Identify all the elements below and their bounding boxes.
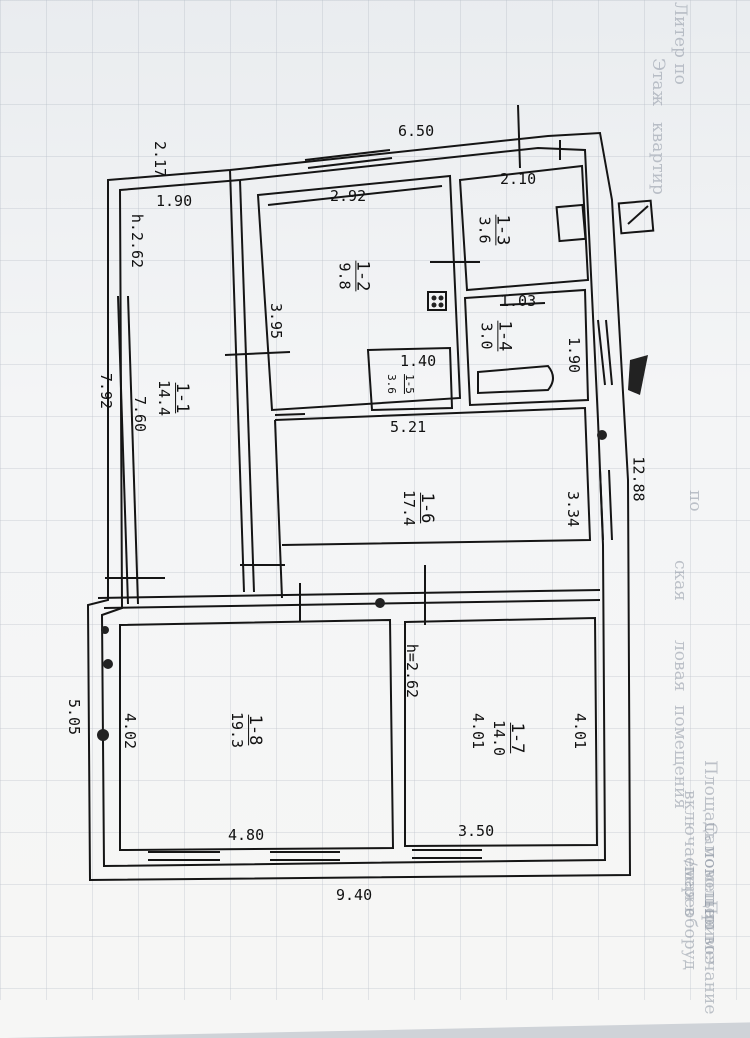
dim-right-length: 12.88 [629, 456, 648, 502]
room-1-1-width: 1.90 [156, 192, 193, 210]
room-1-1-length: 7.60 [131, 395, 150, 433]
room-id: 1-8 [245, 714, 266, 746]
room-1-4-length: 1.03 [500, 292, 537, 310]
room-1-4-width: 1.90 [565, 336, 584, 374]
room-1-2-length: 3.95 [267, 302, 286, 340]
room-1-8-width: 4.02 [121, 712, 140, 750]
dim-left-lower: 5.05 [65, 698, 84, 736]
room-area: 3.0 [477, 322, 496, 350]
room-1-6-label: 1-6 17.4 [400, 489, 438, 527]
room-1-7-height-note: h=2.62 [403, 643, 422, 699]
room-1-7-width-inner: 4.01 [469, 712, 488, 750]
room-area: 3.6 [384, 374, 398, 394]
room-id: 1-7 [507, 722, 528, 754]
room-1-7-length: 3.50 [458, 822, 495, 840]
room-id: 1-3 [492, 214, 513, 246]
room-1-3-label: 1-3 3.6 [475, 214, 513, 246]
room-area: 17.4 [400, 489, 419, 527]
floor-plan-drawing [86, 104, 655, 882]
dim-left-length: 7.92 [97, 372, 116, 410]
room-1-3-width: 2.10 [500, 170, 537, 188]
room-area: 14.0 [490, 719, 509, 757]
room-1-4-label: 1-4 3.0 [477, 320, 515, 352]
room-1-1-label: 1-1 14.4 [155, 379, 193, 417]
room-area: 19.3 [228, 711, 247, 749]
room-1-5-label: 1-5 3.6 [382, 374, 418, 394]
dim-corridor-top: 2.17 [151, 140, 170, 178]
room-1-7-width: 4.01 [571, 712, 590, 750]
room-1-5-width: 1.40 [400, 352, 437, 370]
room-id: 1-2 [352, 260, 373, 292]
room-1-6-length: 5.21 [390, 418, 427, 436]
room-1-2-label: 1-2 9.8 [335, 260, 373, 292]
room-1-1-height: h.2.62 [128, 213, 147, 269]
room-id: 1-4 [494, 320, 515, 352]
room-id: 1-5 [402, 374, 416, 394]
dim-bottom-width: 9.40 [336, 886, 373, 904]
dim-top-width: 6.50 [398, 122, 435, 140]
outer-wall [86, 131, 632, 882]
room-area: 3.6 [475, 216, 494, 244]
room-id: 1-6 [417, 492, 438, 524]
room-1-2-width: 2.92 [330, 187, 367, 205]
room-area: 14.4 [155, 379, 174, 417]
room-1-8-label: 1-8 19.3 [228, 711, 266, 749]
room-1-7-label: 1-7 14.0 [490, 719, 528, 757]
room-area: 9.8 [335, 262, 354, 290]
room-1-6-width: 3.34 [564, 490, 583, 528]
room-1-8-length: 4.80 [228, 826, 265, 844]
room-id: 1-1 [172, 382, 193, 414]
